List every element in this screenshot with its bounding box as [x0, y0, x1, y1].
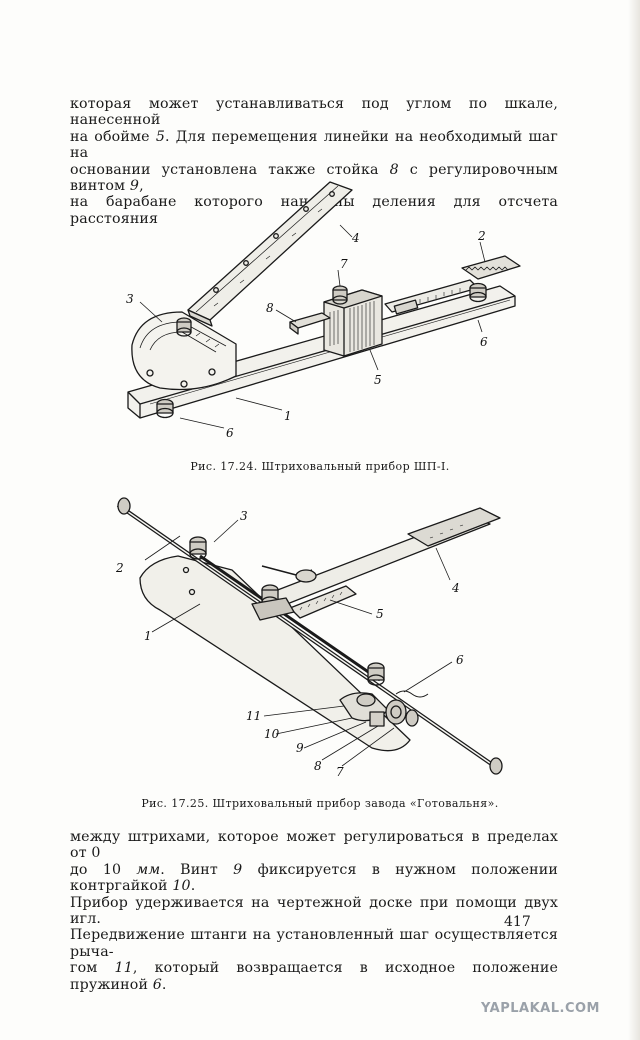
label-5: 5	[374, 373, 382, 387]
label-1: 1	[284, 409, 292, 423]
label-6-right: 6	[480, 335, 488, 349]
label-10: 10	[264, 727, 280, 741]
page-edge-shadow	[628, 0, 640, 1040]
label-3: 3	[240, 509, 248, 523]
label-5: 5	[376, 607, 384, 621]
label-4: 4	[451, 581, 460, 595]
label-2: 2	[115, 561, 124, 575]
label-7: 7	[336, 765, 344, 779]
text-line: до 10 мм. Винт 9 фиксируется в нужном по…	[70, 861, 558, 895]
figure-hatching-device-2: 2 3 4 5 1 6 11 10 9 8 7	[115, 497, 503, 779]
text-line: Передвижение штанги на установленный шаг…	[70, 927, 558, 960]
text-line: гом 11, который возвращается в исходное …	[70, 960, 558, 993]
label-6: 6	[456, 653, 464, 667]
text-line: на обойме 5. Для перемещения линейки на …	[70, 128, 558, 162]
label-1: 1	[144, 629, 152, 643]
label-11: 11	[246, 709, 261, 723]
label-4: 4	[351, 231, 360, 245]
label-2: 2	[477, 229, 486, 243]
text-line: Прибор удерживается на чертежной доске п…	[70, 894, 558, 928]
figure-hatching-device-1: 4 2 3 7 8 5 6 1 6	[126, 181, 521, 440]
text-line: основании установлена также стойка 8 с р…	[70, 161, 558, 195]
text-line: которая может устанавливаться под углом …	[70, 96, 558, 129]
label-9: 9	[296, 741, 304, 755]
label-8: 8	[266, 301, 274, 315]
label-7: 7	[340, 257, 348, 271]
label-3: 3	[126, 292, 134, 306]
page-number: 417	[504, 914, 531, 930]
paragraph-bottom: между штрихами, которое может регулирова…	[70, 829, 558, 993]
watermark: YAPLAKAL.COM	[481, 1001, 600, 1016]
label-6-left: 6	[226, 426, 234, 440]
text-line: между штрихами, которое может регулирова…	[70, 829, 558, 862]
figure-2-caption: Рис. 17.25. Штриховальный прибор завода …	[141, 797, 499, 810]
figure-1-caption: Рис. 17.24. Штриховальный прибор ШП-I.	[190, 460, 450, 473]
label-8: 8	[314, 759, 322, 773]
